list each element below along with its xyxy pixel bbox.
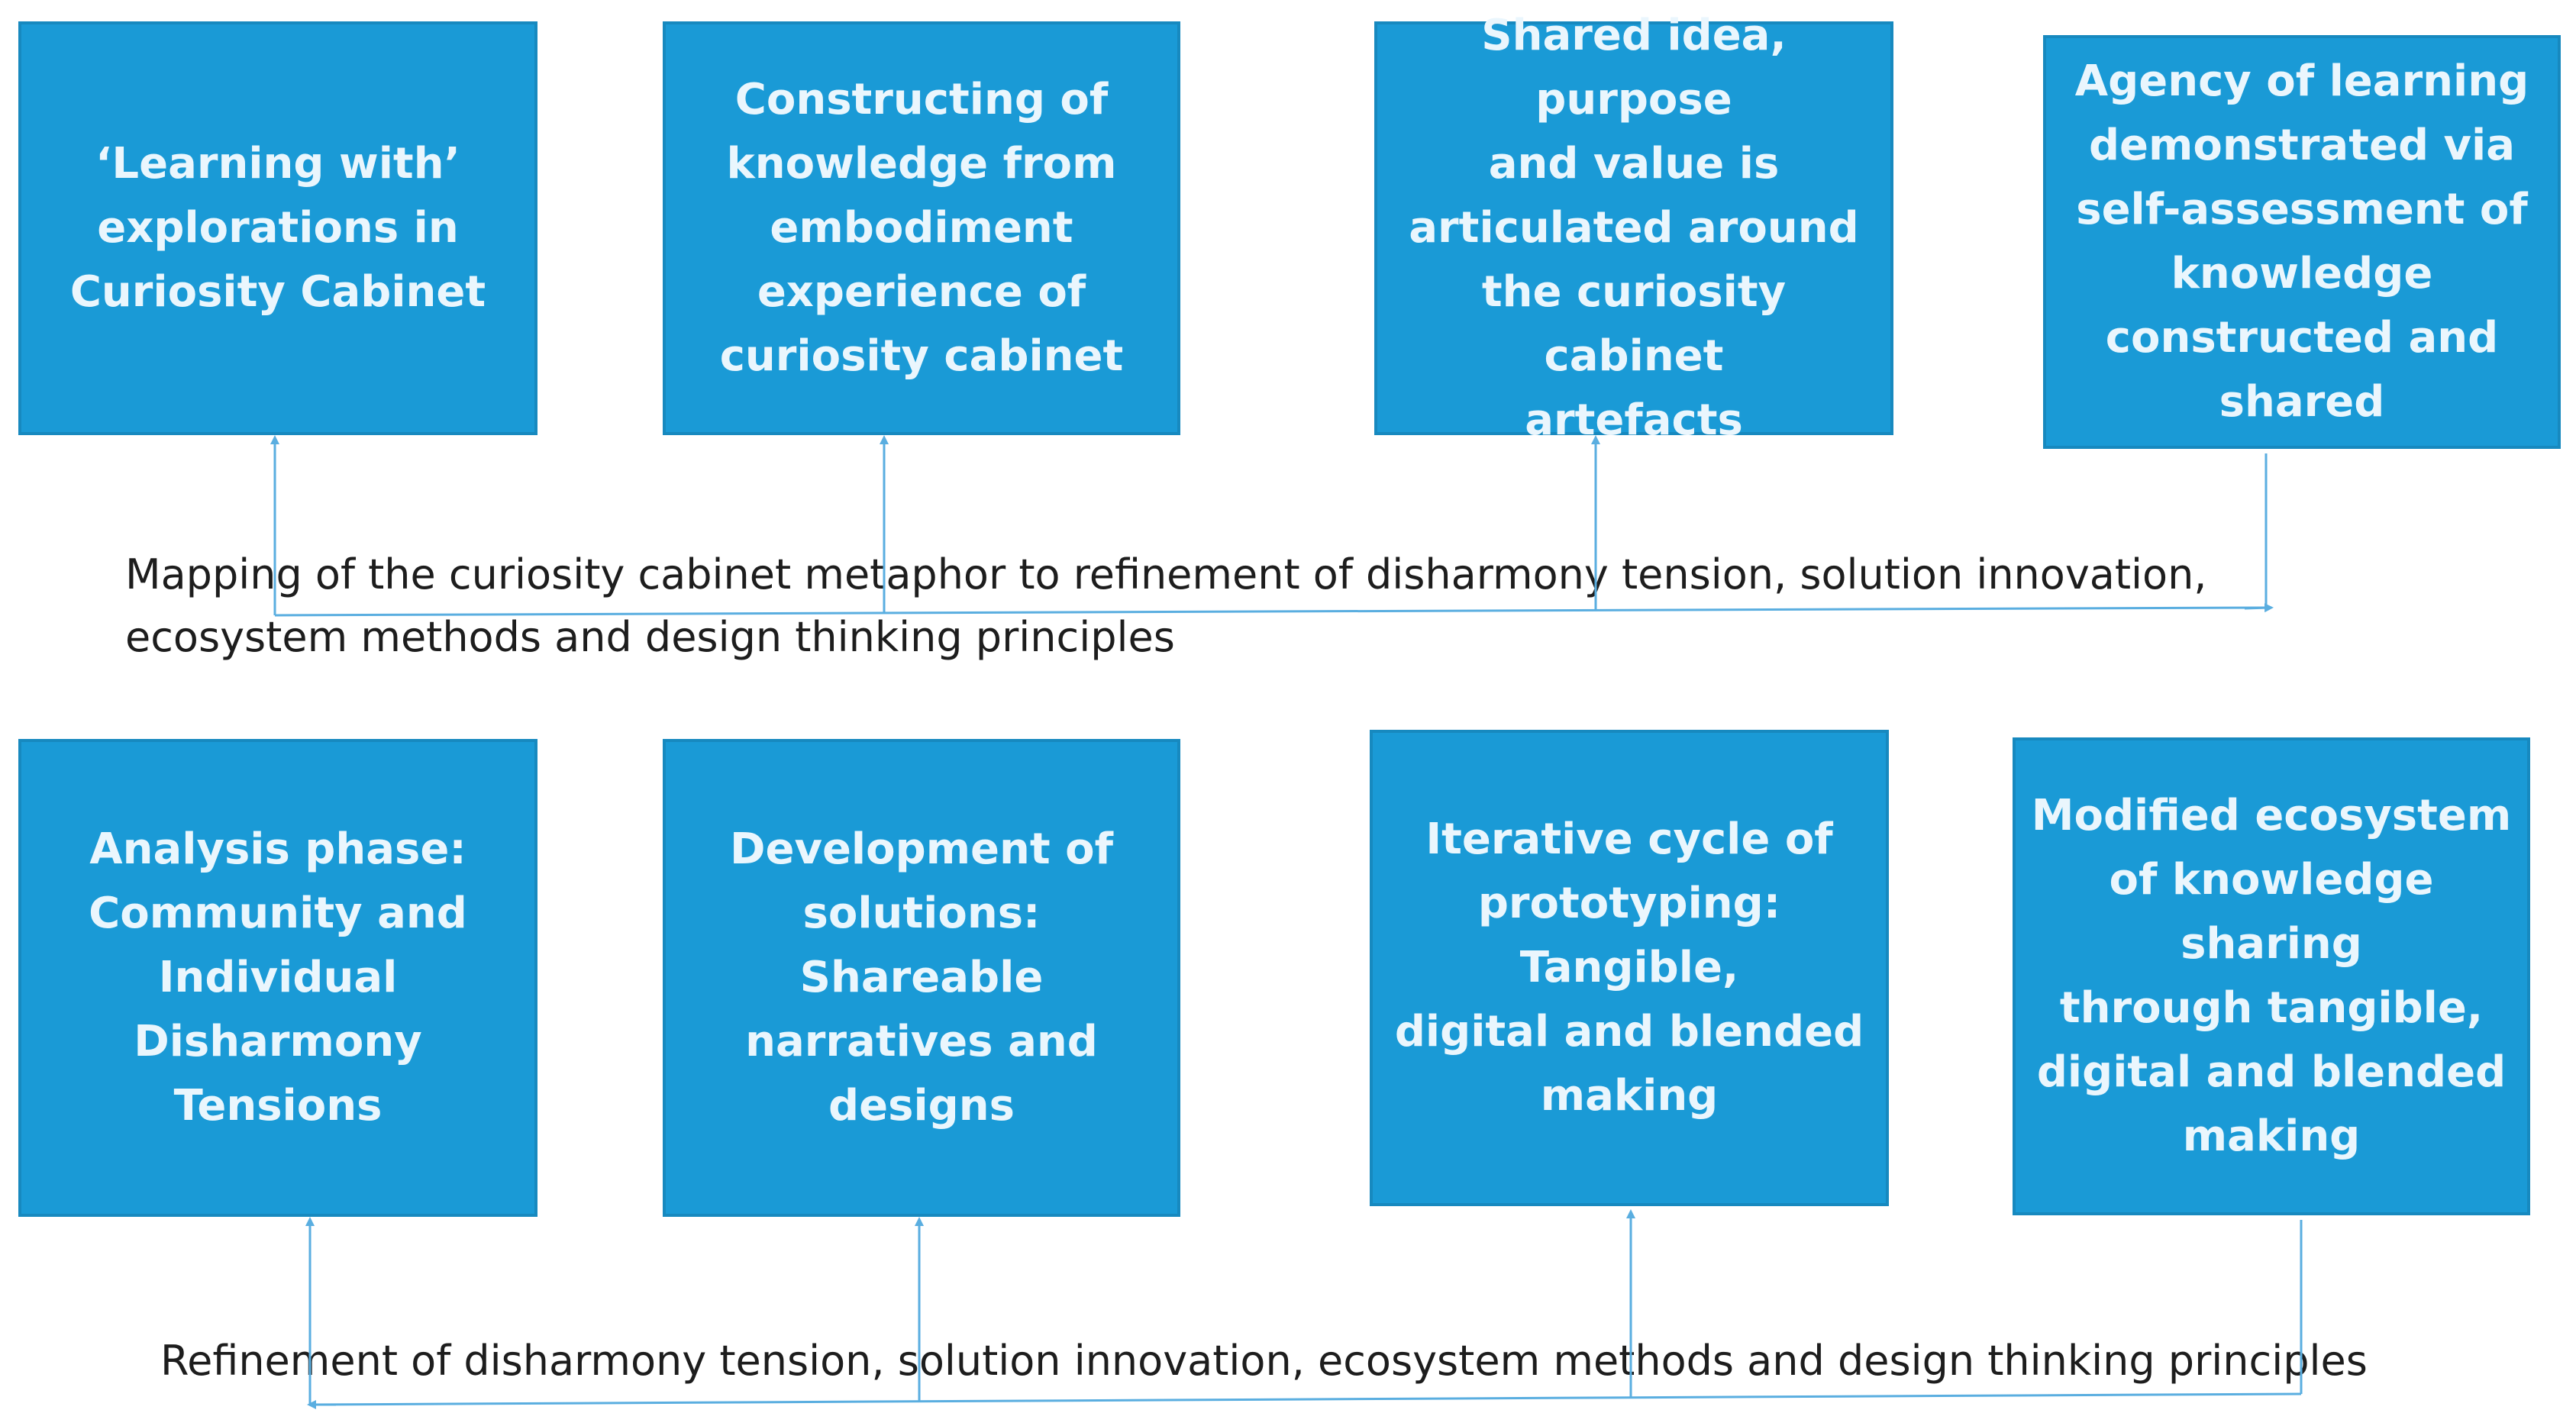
bottom-box-analysis-phase-text: Analysis phase: Community and Individual… [89, 824, 467, 1131]
top-caption-line-2: ecosystem methods and design thinking pr… [125, 613, 1175, 661]
bottom-box-iterative-cycle: Iterative cycle of prototyping: Tangible… [1370, 730, 1889, 1206]
bottom-base-line [312, 1392, 2302, 1406]
top-box-shared-idea: Shared idea, purpose and value is articu… [1374, 11, 1893, 445]
bottom-caption-line-1: Refinement of disharmony tension, soluti… [160, 1337, 2368, 1385]
top-caption: Mapping of the curiosity cabinet metapho… [125, 544, 2206, 669]
bottom-box-development-of-solutions: Development of solutions: Shareable narr… [663, 739, 1180, 1217]
bottom-caption: Refinement of disharmony tension, soluti… [160, 1330, 2368, 1392]
top-box-learning-with: ‘Learning with’ explorations in Curiosit… [18, 21, 537, 435]
top-caption-line-1: Mapping of the curiosity cabinet metapho… [125, 550, 2207, 598]
bottom-box-iterative-cycle-text: Iterative cycle of prototyping: Tangible… [1394, 815, 1864, 1121]
top-box-agency-of-learning: Agency of learning demonstrated via self… [2043, 35, 2561, 449]
top-box-constructing-knowledge-text: Constructing of knowledge from embodimen… [719, 75, 1124, 381]
top-box-constructing-knowledge: Constructing of knowledge from embodimen… [663, 21, 1180, 435]
bottom-box-development-of-solutions-text: Development of solutions: Shareable narr… [729, 824, 1113, 1131]
bottom-box-modified-ecosystem-text: Modified ecosystem of knowledge sharing … [2031, 791, 2512, 1161]
bottom-box-analysis-phase: Analysis phase: Community and Individual… [18, 739, 537, 1217]
top-box-shared-idea-text: Shared idea, purpose and value is articu… [1409, 11, 1859, 445]
top-box-agency-of-learning-text: Agency of learning demonstrated via self… [2074, 56, 2529, 427]
top-box-learning-with-text: ‘Learning with’ explorations in Curiosit… [69, 139, 486, 317]
bottom-box-modified-ecosystem: Modified ecosystem of knowledge sharing … [2013, 737, 2530, 1215]
